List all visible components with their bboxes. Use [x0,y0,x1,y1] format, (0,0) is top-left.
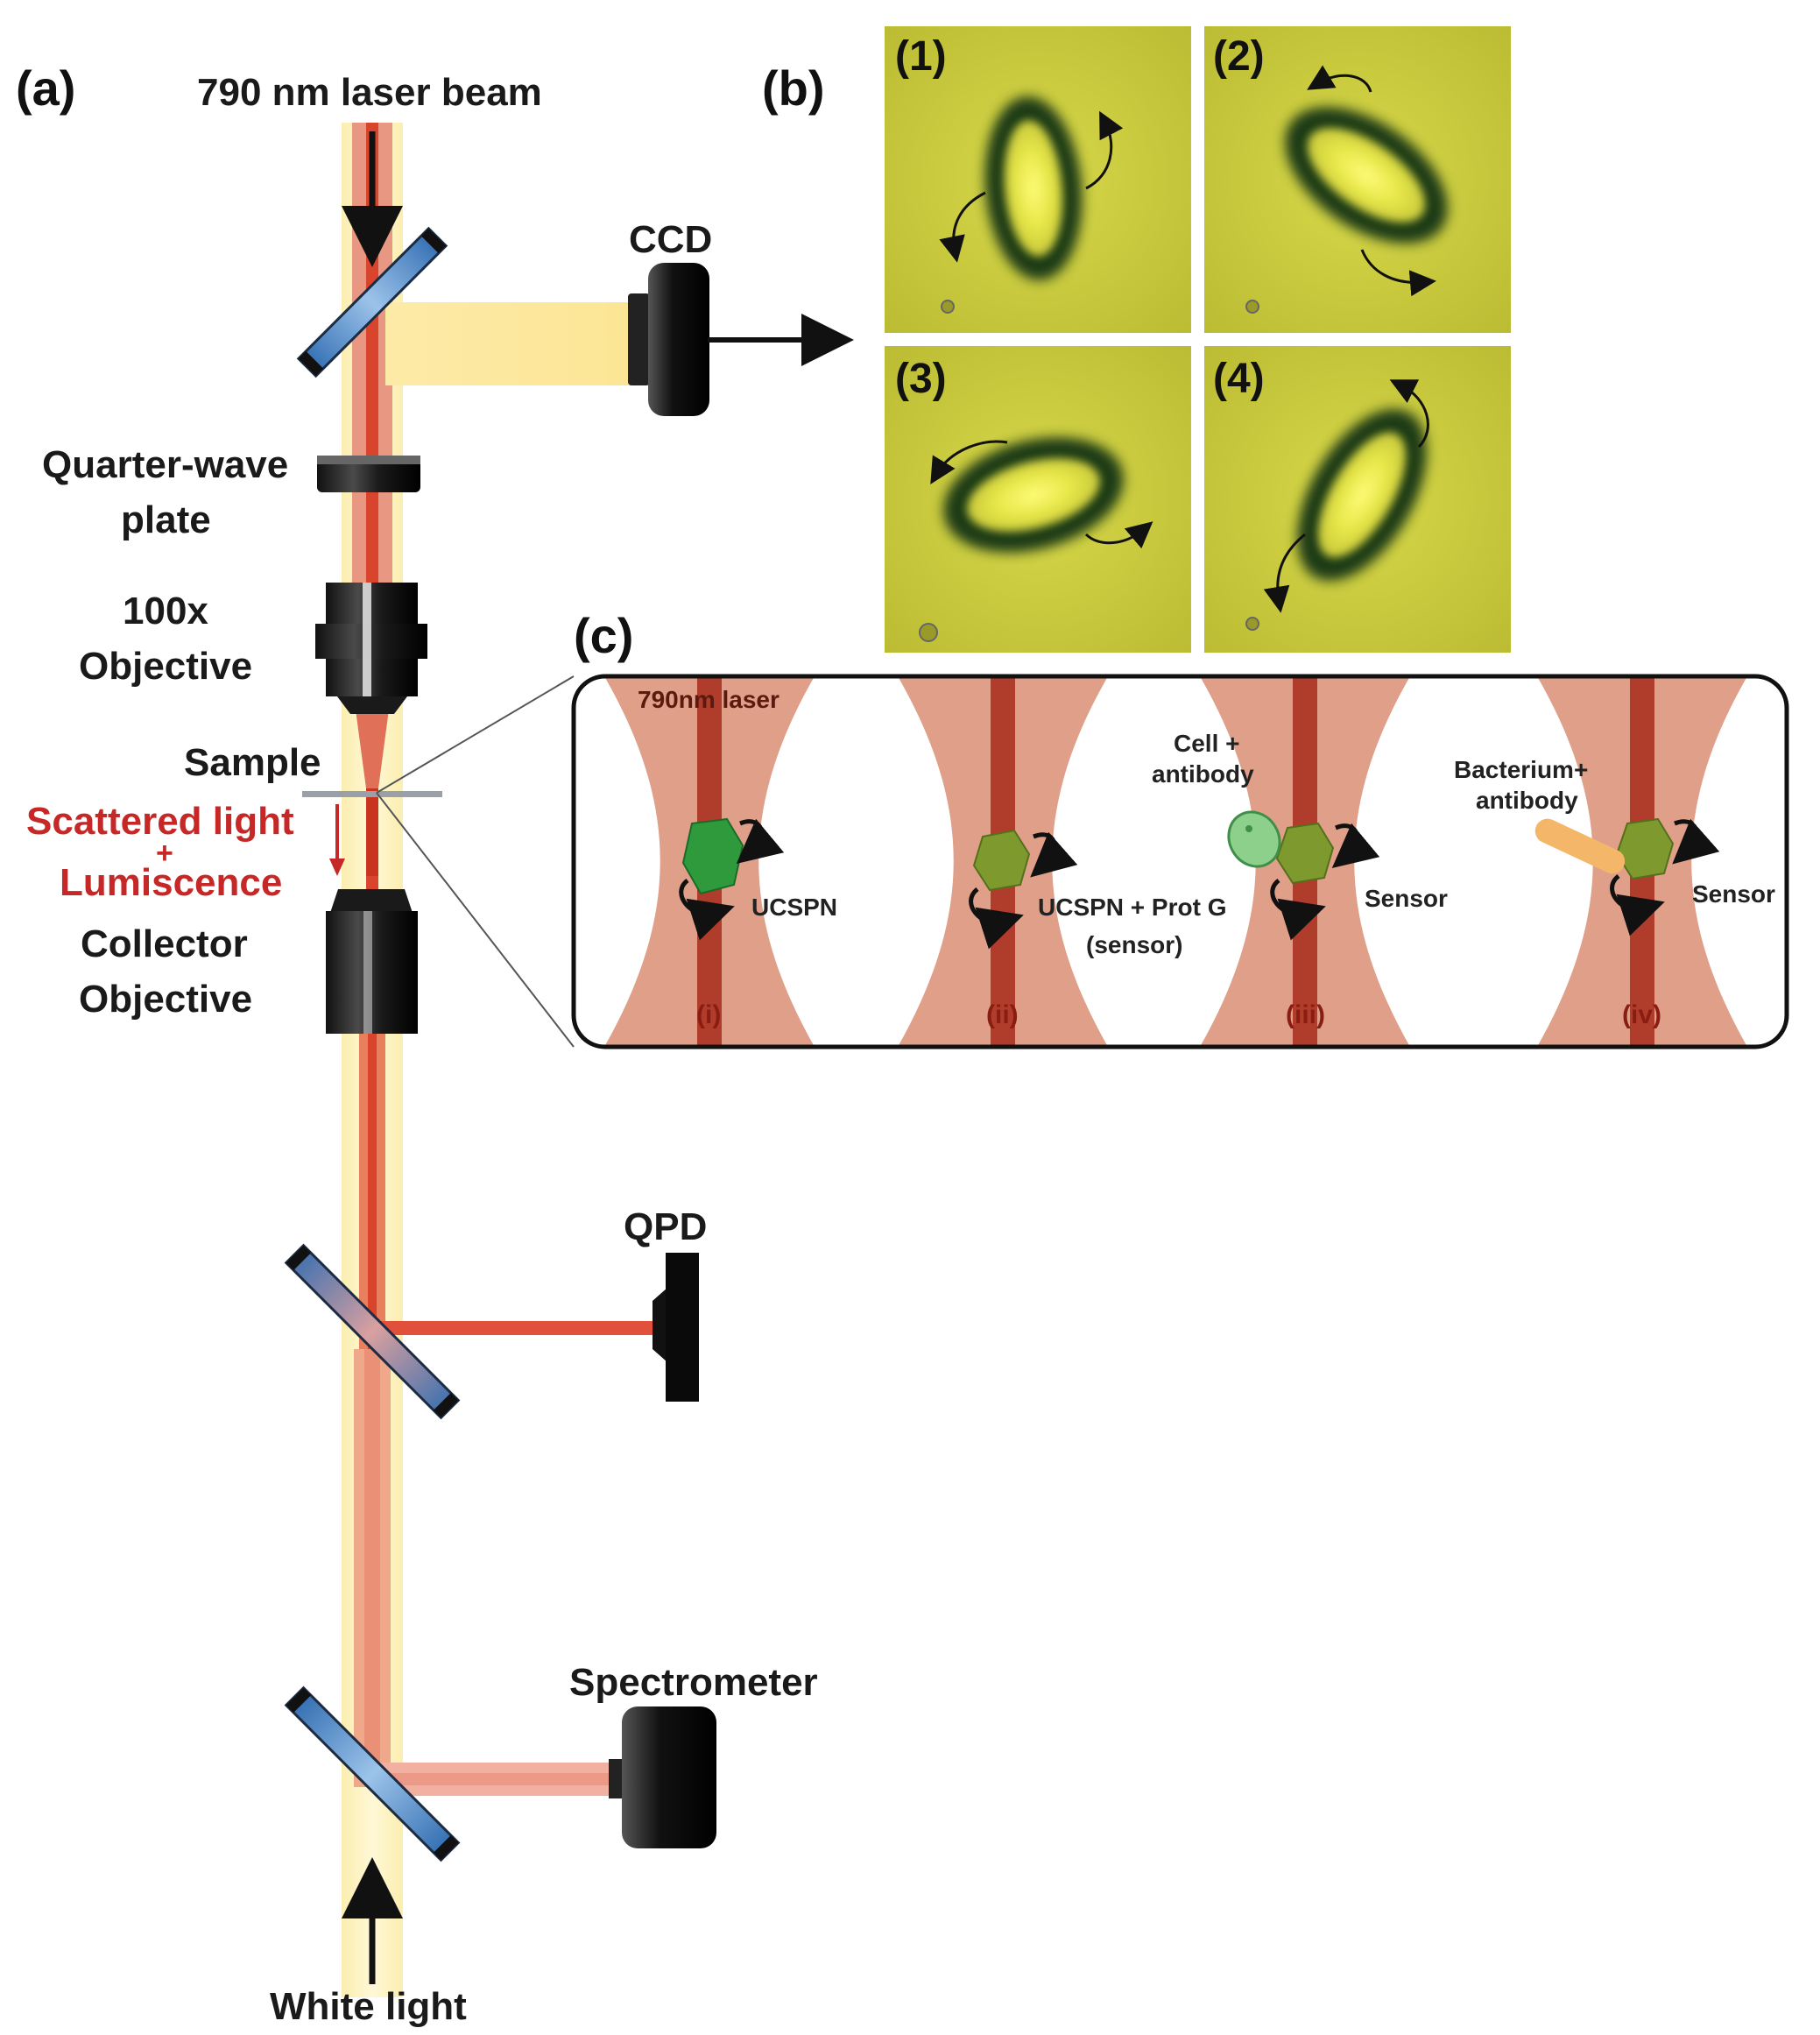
panel-label-b: (b) [762,60,825,116]
cell-target [1227,810,1281,868]
stage-4-label: Sensor [1692,880,1775,908]
scattered-label-line3: Lumiscence [60,861,282,904]
qpd-beam [377,1321,653,1335]
frame-2: (2) [1204,26,1511,333]
frame-4: (4) [1204,346,1511,653]
frame-3: (3) [885,346,1191,653]
collector-label-line1: Collector [81,922,248,965]
collector-label-line2: Objective [79,978,252,1021]
inset-laser-label: 790nm laser [638,686,779,713]
stage-2-label-line1: UCSPN + Prot G [1038,894,1226,921]
stage-2-label-line2: (sensor) [1086,931,1182,958]
stage-4-target-line1: Bacterium+ [1454,756,1588,783]
stage-1-roman: (i) [696,1000,721,1029]
panel-label-a: (a) [16,60,75,116]
white-light-label: White light [270,1985,467,2028]
sample-label: Sample [184,741,321,784]
stage-3-target-line1: Cell + [1174,730,1239,757]
quarter-wave-label-line1: Quarter-wave [42,443,288,486]
ucspn-protg-particle [972,829,1031,892]
frame-2-label: (2) [1213,33,1265,80]
qpd-mirror [284,1243,461,1420]
frame-4-label: (4) [1213,356,1265,402]
bacterium-target [1534,818,1626,874]
quarter-wave-plate [317,456,420,492]
stage-2-roman: (ii) [986,1000,1019,1029]
scattered-label-line2: + [156,837,173,870]
stage-3-label: Sensor [1365,885,1448,912]
stage-1-label: UCSPN [751,894,837,921]
objective-label-line2: Objective [79,645,252,688]
frame-1-label: (1) [895,33,947,80]
zoom-line-top [376,675,575,794]
top-dichroic-mirror [296,226,448,378]
quarter-wave-label-line2: plate [121,498,211,541]
frame-3-label: (3) [895,356,947,402]
frame-1: (1) [885,26,1191,333]
ucspn-particle [681,817,744,895]
spectrometer-label: Spectrometer [569,1661,818,1704]
inset-panel: 790nm laser UCSPN UCSPN + Prot G (sensor… [571,674,1789,1049]
sensor-particle-iii [1275,822,1335,885]
sample-slide [302,791,442,797]
objective-100x [315,583,427,714]
scattered-label-line1: Scattered light [26,800,294,843]
stage-4-target-line2: antibody [1476,787,1578,814]
panel-label-c: (c) [574,608,633,663]
collector-objective [326,889,418,1034]
stage-3-roman: (iii) [1286,1000,1325,1029]
objective-label-line1: 100x [123,590,208,632]
qpd-detector [653,1253,699,1402]
stage-3-target-line2: antibody [1152,760,1254,788]
ccd-label: CCD [629,218,712,261]
laser-beam-label: 790 nm laser beam [197,71,542,114]
qpd-label: QPD [624,1205,707,1248]
spectrometer [609,1706,716,1848]
ccd-camera [628,263,709,416]
spectrometer-mirror [284,1685,461,1862]
zoom-line-bottom [376,792,575,1048]
stage-4-roman: (iv) [1622,1000,1661,1029]
